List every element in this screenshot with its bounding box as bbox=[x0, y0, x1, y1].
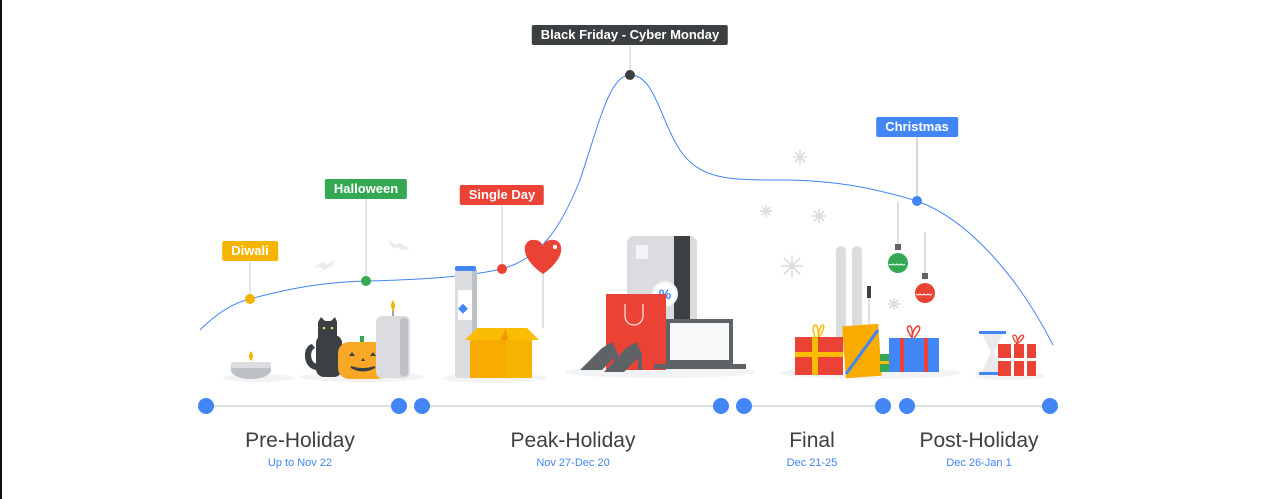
event-dot-christmas bbox=[912, 196, 922, 206]
event-label-black-friday-cyber-monday: Black Friday - Cyber Monday bbox=[531, 25, 729, 45]
event-dot-single-day bbox=[497, 264, 507, 274]
phase-post-holiday: Post-Holiday Dec 26-Jan 1 bbox=[919, 428, 1038, 470]
phase-dates: Up to Nov 22 bbox=[267, 457, 333, 469]
phase-name: Peak-Holiday bbox=[510, 429, 636, 452]
phase-timeline bbox=[198, 398, 1058, 414]
laptop-icon bbox=[654, 319, 746, 369]
event-markers bbox=[245, 46, 922, 304]
demand-curve bbox=[199, 74, 1054, 346]
event-label-single-day: Single Day bbox=[459, 185, 545, 205]
gift-box-icon bbox=[795, 323, 939, 379]
phase-name: Post-Holiday bbox=[919, 429, 1039, 452]
diya-lamp-icon bbox=[231, 351, 271, 379]
phase-final: Final Dec 21-25 bbox=[787, 428, 838, 470]
phase-dates: Nov 27-Dec 20 bbox=[536, 457, 610, 469]
phase-dates: Dec 21-25 bbox=[786, 457, 838, 469]
open-box-icon bbox=[465, 328, 539, 378]
event-label-diwali: Diwali bbox=[222, 241, 278, 261]
snowflake-icon bbox=[760, 150, 900, 310]
window-edge bbox=[0, 0, 2, 499]
phase-name: Final bbox=[789, 429, 835, 452]
high-heels-icon bbox=[580, 342, 642, 372]
phase-pre-holiday: Pre-Holiday Up to Nov 22 bbox=[245, 428, 355, 470]
candle-icon bbox=[376, 300, 410, 378]
black-cat-icon bbox=[304, 317, 342, 377]
ornament-icon bbox=[888, 202, 935, 303]
event-dot-black-friday bbox=[625, 70, 635, 80]
event-label-christmas: Christmas bbox=[876, 117, 958, 137]
phase-name: Pre-Holiday bbox=[245, 429, 355, 452]
event-dot-halloween bbox=[361, 276, 371, 286]
gift-box-icon bbox=[998, 334, 1036, 376]
jack-o-lantern-icon bbox=[338, 336, 388, 379]
bat-icon bbox=[313, 240, 410, 270]
event-label-halloween: Halloween bbox=[324, 179, 408, 199]
phase-dates: Dec 26-Jan 1 bbox=[946, 457, 1012, 469]
heart-balloon-icon bbox=[524, 239, 562, 328]
event-dot-diwali bbox=[245, 294, 255, 304]
hourglass-icon bbox=[979, 331, 1006, 375]
phase-peak-holiday: Peak-Holiday Nov 27-Dec 20 bbox=[511, 428, 636, 470]
